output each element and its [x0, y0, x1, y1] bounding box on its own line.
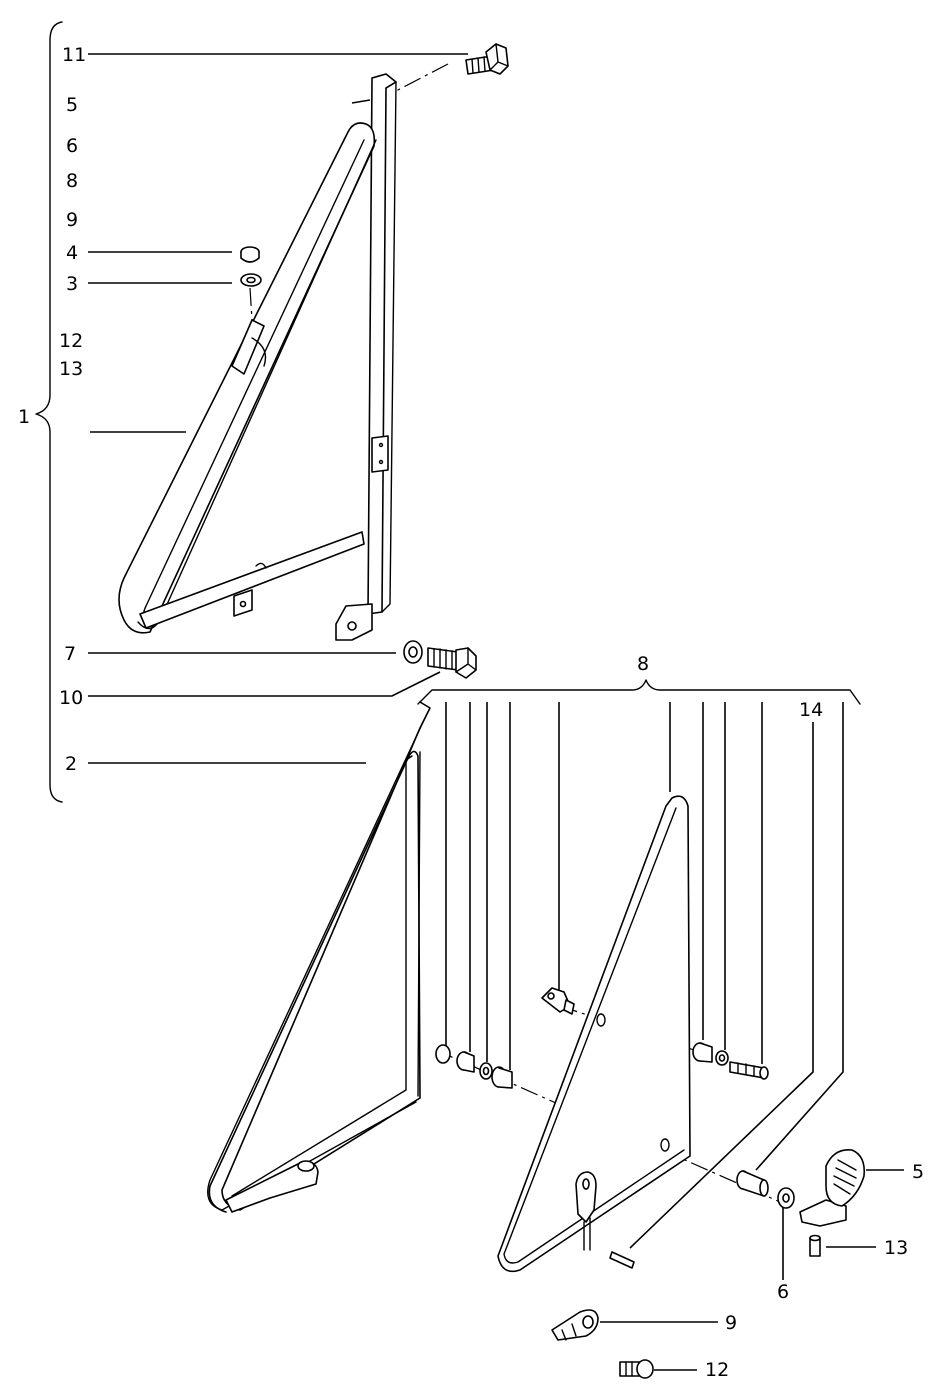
- pivot-parts-left: [435, 1044, 513, 1089]
- vent-frame-1: [118, 73, 397, 641]
- hinge-clip: [541, 987, 575, 1015]
- washer-3: [240, 273, 262, 287]
- callout-2: 2: [65, 753, 77, 775]
- callout-11: 11: [62, 44, 86, 66]
- screw-4: [240, 246, 260, 263]
- retaining-pin: [609, 1251, 635, 1269]
- callout-1: 1: [18, 406, 30, 428]
- callout-3: 3: [66, 273, 78, 295]
- callout-8-top: 8: [66, 170, 78, 192]
- callout-7: 7: [64, 643, 76, 665]
- callout-13-top: 13: [59, 358, 83, 380]
- callout-9-bottom: 9: [725, 1312, 737, 1334]
- handle-5: [799, 1149, 866, 1227]
- pivot-bushing-14: [736, 1170, 769, 1197]
- callout-6-bottom: 6: [777, 1281, 789, 1303]
- callout-6-top: 6: [66, 135, 78, 157]
- screw-12: [619, 1359, 654, 1379]
- washer-7: [403, 640, 423, 664]
- bolt-10: [427, 647, 477, 679]
- vent-glass: [497, 795, 691, 1273]
- clamp-9: [551, 1309, 599, 1341]
- callout-12-bottom: 12: [705, 1359, 729, 1381]
- stop-bracket: [575, 1171, 597, 1251]
- callout-5-right: 5: [912, 1161, 924, 1183]
- assembly-1-brace: [35, 21, 63, 803]
- washer-6: [777, 1187, 795, 1209]
- callout-13-right: 13: [884, 1237, 908, 1259]
- window-seal-2: [207, 701, 431, 1213]
- callout-14: 14: [799, 699, 823, 721]
- leader-lines: [88, 53, 904, 1371]
- callout-9-top: 9: [66, 209, 78, 231]
- pin-13: [809, 1234, 821, 1257]
- pivot-parts-right: [692, 1042, 769, 1080]
- callout-4: 4: [66, 242, 78, 264]
- callout-5-top: 5: [66, 94, 78, 116]
- bolt-11: [465, 43, 509, 75]
- callout-10: 10: [59, 687, 83, 709]
- callout-12-top: 12: [59, 330, 83, 352]
- callout-8-group: 8: [637, 653, 649, 675]
